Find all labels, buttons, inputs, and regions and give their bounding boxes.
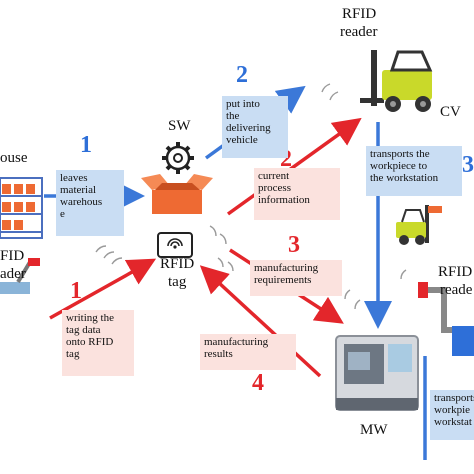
step-text-line: manufacturing bbox=[204, 336, 269, 348]
step-text-line: material bbox=[60, 184, 97, 196]
rfid-tag-label-2: tag bbox=[168, 274, 187, 290]
rfid-tag-label-1: RFID bbox=[160, 256, 195, 272]
step-text-line: manufacturing bbox=[254, 262, 319, 274]
rfid-reader-right-label-2: reade bbox=[440, 282, 473, 298]
step-box-manufacturing-results: manufacturing results bbox=[200, 334, 296, 370]
step-text-line: requirements bbox=[254, 274, 312, 286]
open-box-icon bbox=[141, 174, 213, 214]
signal-waves bbox=[95, 83, 407, 310]
step-number-red-4: 4 bbox=[252, 370, 264, 396]
small-forklift-icon bbox=[396, 205, 442, 245]
rfid-reader-right-label-1: RFID bbox=[438, 264, 473, 280]
step-text-line: delivering bbox=[226, 122, 271, 134]
rfid-reader-top-label-1: RFID bbox=[342, 6, 377, 22]
step-text-line: workstat bbox=[434, 416, 472, 428]
step-text-line: vehicle bbox=[226, 134, 258, 146]
step-text-line: onto RFID bbox=[66, 336, 114, 348]
rfid-tag-icon bbox=[157, 232, 193, 258]
step-number-red-3: 3 bbox=[288, 232, 300, 258]
step-box-current-process-info: current process information bbox=[254, 168, 340, 220]
sw-label: SW bbox=[168, 118, 191, 134]
step-box-leaves-warehouse: leaves material warehous e bbox=[56, 170, 124, 236]
step-text-line: the bbox=[226, 110, 240, 122]
step-box-writing-tag-data: writing the tag data onto RFID tag bbox=[62, 310, 134, 376]
gear-icon bbox=[162, 142, 194, 174]
step-text-line: workpie bbox=[434, 404, 471, 416]
step-text-line: workpiece to bbox=[370, 160, 428, 172]
step-box-manufacturing-requirements: manufacturing requirements bbox=[250, 260, 342, 296]
step-box-transports-workpiece: transports the workpiece to the workstat… bbox=[366, 146, 462, 196]
cnc-machine-icon bbox=[335, 335, 419, 411]
step-text-line: transports the bbox=[370, 148, 430, 160]
step-text-line: warehous bbox=[60, 196, 103, 208]
robot-arm-icon bbox=[0, 258, 40, 294]
step-number-red-1: 1 bbox=[70, 278, 82, 304]
step-text-line: results bbox=[204, 348, 233, 360]
rfid-reader-top-label-2: reader bbox=[340, 24, 378, 40]
warehouse-shelf-icon bbox=[0, 177, 43, 239]
rfid-reader-left-label-1: FID bbox=[0, 248, 25, 264]
step-text-line: e bbox=[60, 208, 65, 220]
step-text-line: current bbox=[258, 170, 290, 182]
step-text-line: transports bbox=[434, 392, 474, 404]
mw-label: MW bbox=[360, 422, 388, 438]
forklift-icon bbox=[360, 50, 433, 112]
step-text-line: put into bbox=[226, 98, 260, 110]
step-number-blue-2: 2 bbox=[236, 62, 248, 88]
cv-label: CV bbox=[440, 104, 461, 120]
warehouse-label: ouse bbox=[0, 150, 28, 166]
step-text-line: information bbox=[258, 194, 310, 206]
step-box-put-into-vehicle: put into the delivering vehicle bbox=[222, 96, 288, 158]
step-text-line: process bbox=[258, 182, 291, 194]
rfid-reader-left-label-2: ader bbox=[0, 266, 26, 282]
step-text-line: the workstation bbox=[370, 172, 439, 184]
step-box-transports-workstation: transports workpie workstat bbox=[430, 390, 474, 440]
step-text-line: writing the bbox=[66, 312, 114, 324]
step-text-line: leaves bbox=[60, 172, 88, 184]
rfid-reader-icon bbox=[418, 282, 474, 356]
step-text-line: tag bbox=[66, 348, 80, 360]
step-number-blue-3: 3 bbox=[462, 152, 474, 178]
step-text-line: tag data bbox=[66, 324, 101, 336]
step-number-blue-1: 1 bbox=[80, 132, 92, 158]
